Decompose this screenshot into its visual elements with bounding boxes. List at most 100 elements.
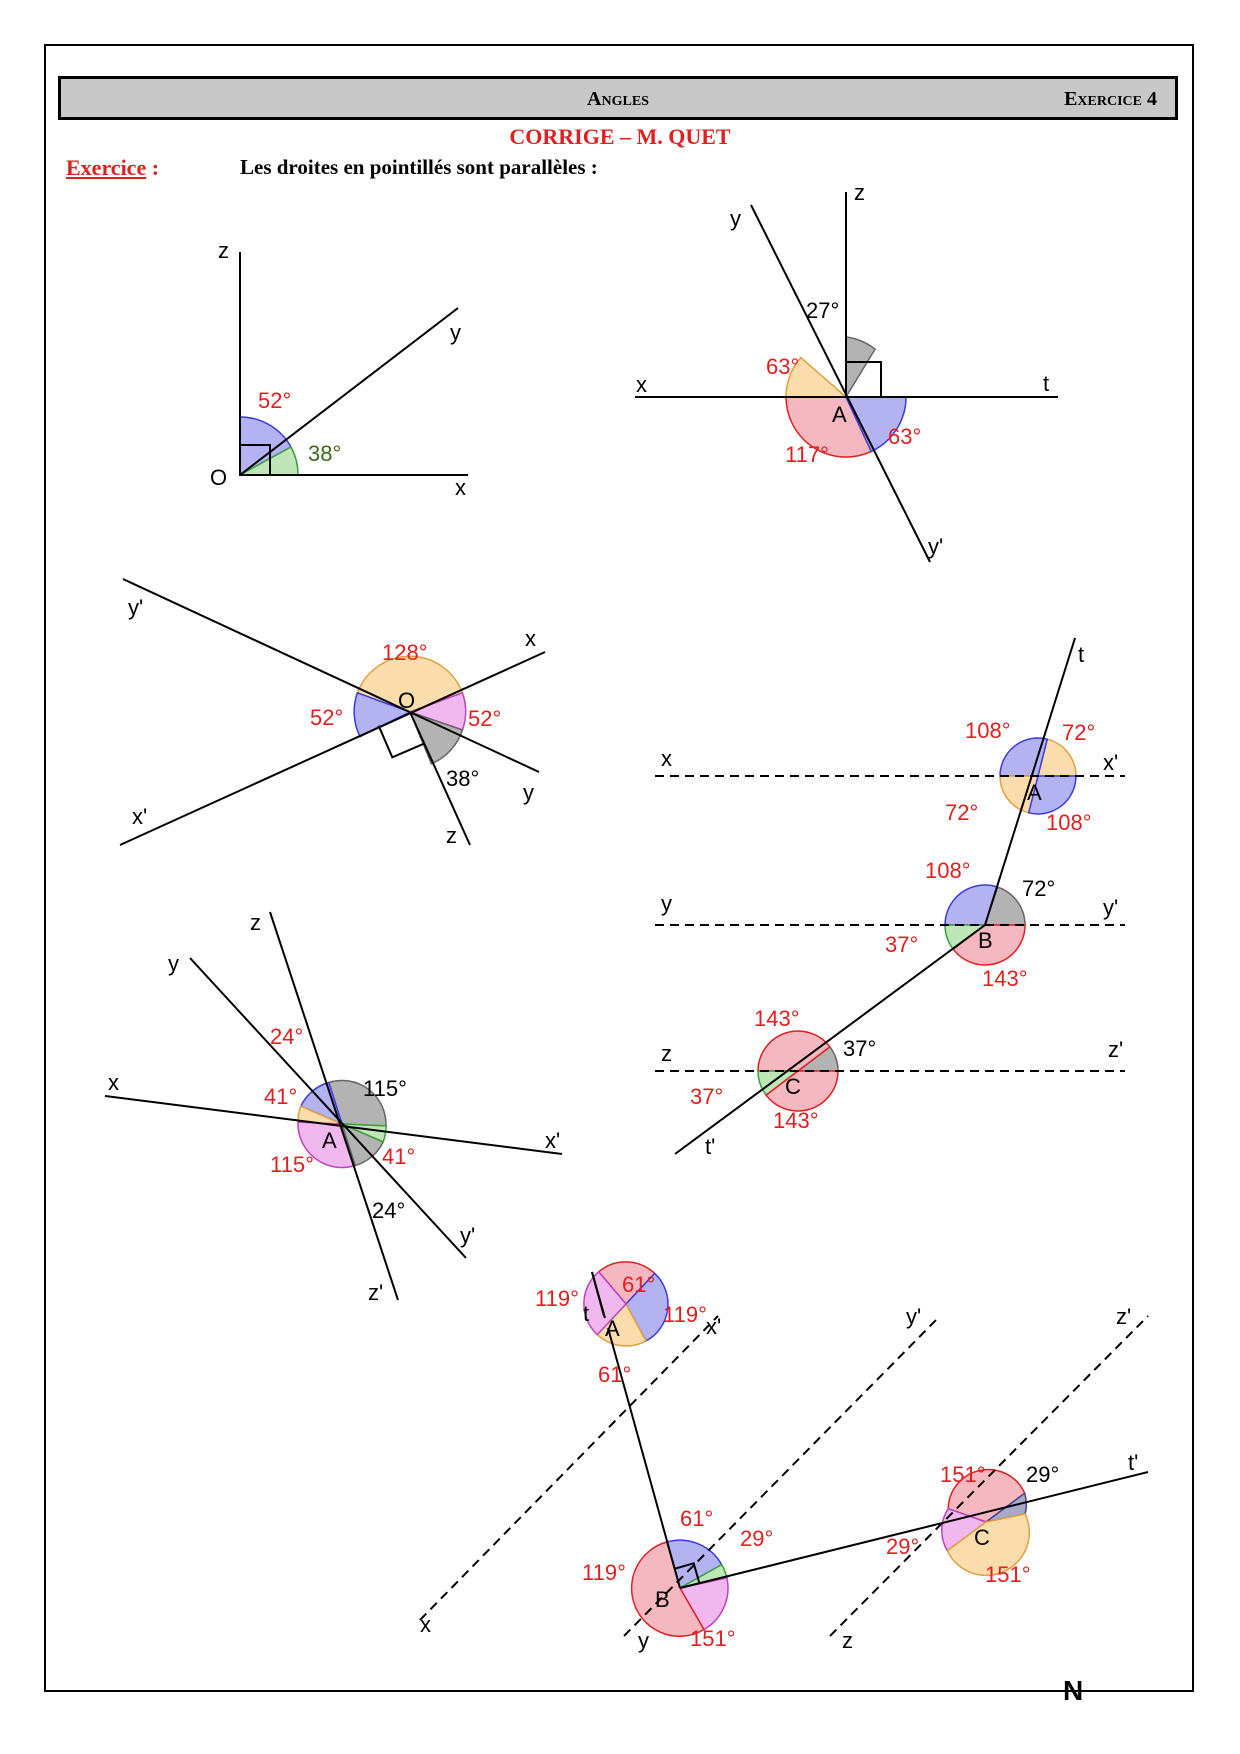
label-z: z bbox=[446, 823, 457, 848]
angle-143c-sector bbox=[765, 1070, 839, 1112]
angle-115a-label: 115° bbox=[363, 1076, 407, 1101]
angle-61b-label: 61° bbox=[598, 1362, 631, 1387]
label-z: z bbox=[842, 1628, 853, 1653]
angle-27-sector bbox=[845, 336, 877, 400]
label-x: x bbox=[636, 372, 647, 397]
label-a: A bbox=[1027, 780, 1042, 805]
parallel-line-zz2 bbox=[829, 1315, 1149, 1637]
label-z2: z' bbox=[1116, 1304, 1131, 1329]
angle-38-label: 38° bbox=[446, 766, 479, 791]
angle-37c-label: 37° bbox=[690, 1084, 723, 1109]
header-title: Angles bbox=[587, 88, 649, 110]
angle-37b-label: 37° bbox=[843, 1036, 876, 1061]
line-xx2 bbox=[104, 1095, 563, 1155]
label-z: z bbox=[250, 910, 261, 935]
right-angle-mark bbox=[377, 725, 425, 759]
angle-29b-label: 29° bbox=[1026, 1462, 1059, 1487]
label-z: z bbox=[854, 180, 865, 205]
angle-119c-sector bbox=[630, 1541, 706, 1637]
label-y2: y' bbox=[128, 595, 143, 620]
angle-52-label: 52° bbox=[258, 388, 291, 413]
label-c: C bbox=[785, 1074, 801, 1099]
exercise-label-text: Exercice bbox=[66, 155, 147, 180]
angle-128-label: 128° bbox=[382, 640, 428, 665]
figure-6: t x' y' z' t' x y z A B C 61° 119° 119° … bbox=[419, 1261, 1149, 1653]
label-a: A bbox=[605, 1316, 620, 1341]
angle-151b-label: 151° bbox=[940, 1462, 986, 1487]
angle-108b-sector bbox=[1027, 775, 1077, 815]
angle-108c-label: 108° bbox=[925, 858, 971, 883]
label-y: y bbox=[450, 320, 461, 345]
label-z: z bbox=[218, 238, 229, 263]
angle-108c-sector bbox=[944, 884, 999, 926]
angle-143a-label: 143° bbox=[982, 966, 1028, 991]
angle-24a-label: 24° bbox=[270, 1024, 303, 1049]
label-z: z bbox=[661, 1041, 672, 1066]
label-y: y bbox=[638, 1628, 649, 1653]
ray-oy bbox=[239, 307, 459, 476]
angle-119c-label: 119° bbox=[582, 1560, 626, 1585]
label-t: t bbox=[1043, 371, 1049, 396]
angle-115b-label: 115° bbox=[270, 1152, 314, 1177]
angle-151c-label: 151° bbox=[985, 1562, 1031, 1587]
angle-72b-label: 72° bbox=[945, 800, 978, 825]
label-o: O bbox=[398, 688, 415, 713]
label-x: x bbox=[525, 626, 536, 651]
angle-37a-label: 37° bbox=[885, 932, 918, 957]
ray-oz bbox=[409, 711, 471, 846]
line-x2x bbox=[119, 651, 546, 846]
angle-143b-label: 143° bbox=[754, 1006, 800, 1031]
angle-108b-label: 108° bbox=[1046, 810, 1092, 835]
angle-117-sector bbox=[785, 396, 873, 458]
segment-t-a bbox=[591, 1271, 605, 1317]
label-c: C bbox=[974, 1525, 990, 1550]
right-angle-mark bbox=[674, 1562, 701, 1583]
angle-29c-label: 29° bbox=[886, 1534, 919, 1559]
line-b-t2 bbox=[674, 924, 986, 1155]
label-t2: t' bbox=[705, 1134, 715, 1159]
segment-ab bbox=[607, 1327, 681, 1589]
angle-119a-label: 119° bbox=[535, 1286, 579, 1311]
parallel-line-yy2 bbox=[623, 1315, 941, 1637]
label-a: A bbox=[832, 402, 847, 427]
label-y: y bbox=[730, 206, 741, 231]
angle-151c-sector bbox=[946, 1513, 1031, 1577]
angle-52a-label: 52° bbox=[310, 705, 343, 730]
angle-38-label: 38° bbox=[308, 441, 341, 466]
angle-29c-sector bbox=[941, 1507, 988, 1552]
figure-2: z y x t y' A 27° 63° 63° 117° bbox=[635, 180, 1058, 563]
angle-52b-label: 52° bbox=[468, 706, 501, 731]
angle-117-label: 117° bbox=[785, 442, 829, 467]
angle-27-label: 27° bbox=[806, 298, 839, 323]
angle-72a-sector bbox=[1037, 738, 1077, 777]
label-x2: x' bbox=[1103, 750, 1118, 775]
angle-41b-label: 41° bbox=[382, 1144, 415, 1169]
label-x2: x' bbox=[706, 1314, 721, 1339]
angle-151a-label: 151° bbox=[690, 1626, 736, 1651]
line-yy2 bbox=[189, 957, 467, 1259]
line-zz2 bbox=[269, 911, 399, 1301]
label-z2: z' bbox=[368, 1280, 383, 1305]
figure-5: z y x x' y' z' A 24° 41° 115° 115° 41° 2… bbox=[104, 910, 563, 1305]
exercise-label-colon: : bbox=[151, 155, 160, 180]
angle-128-sector bbox=[356, 655, 464, 713]
angle-143b-sector bbox=[757, 1030, 831, 1072]
angle-143c-label: 143° bbox=[773, 1108, 819, 1133]
angle-41a-label: 41° bbox=[264, 1084, 297, 1109]
label-x: x bbox=[455, 475, 466, 500]
angle-61a-sector bbox=[597, 1261, 656, 1306]
label-y2: y' bbox=[928, 534, 943, 559]
angle-63b-label: 63° bbox=[888, 424, 921, 449]
parallel-line-xx2 bbox=[419, 1315, 719, 1621]
label-x2: x' bbox=[132, 804, 147, 829]
page-mark: N bbox=[1063, 1675, 1083, 1706]
line-yy2 bbox=[750, 204, 931, 563]
angle-119b-sector bbox=[625, 1272, 669, 1343]
figure-4: t x x' y y' z z' t' A B C 108° 72° 72° 1… bbox=[655, 637, 1125, 1159]
angle-29a-label: 29° bbox=[740, 1526, 773, 1551]
angle-63a-label: 63° bbox=[766, 354, 799, 379]
label-y: y bbox=[523, 780, 534, 805]
angle-24b-label: 24° bbox=[372, 1198, 405, 1223]
angle-143a-sector bbox=[952, 924, 1026, 966]
